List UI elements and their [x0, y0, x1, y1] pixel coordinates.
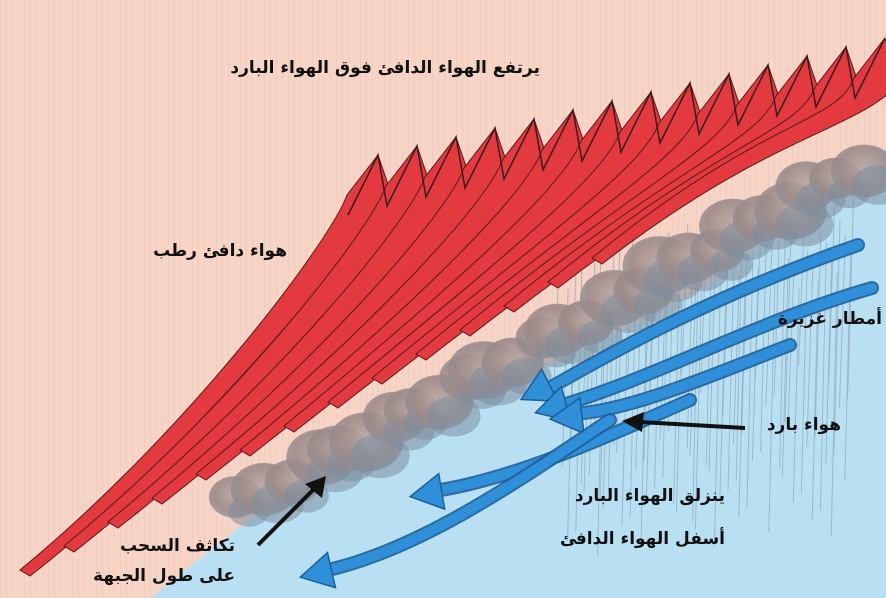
rain-streak	[811, 280, 819, 520]
label-cold-air: هواء بارد	[766, 415, 841, 435]
rain-streak	[781, 258, 789, 477]
rain-streak	[830, 272, 838, 537]
rain-streak	[760, 229, 768, 452]
rain-streak	[719, 298, 727, 500]
rain-streak	[746, 252, 754, 508]
warm-arrow-heads-line	[347, 37, 886, 216]
rain-streak	[819, 242, 827, 511]
cold-air-arrows	[298, 238, 879, 589]
pointer-arrow-clouds	[256, 476, 326, 547]
cloud-puff-shadow	[426, 395, 481, 437]
rain-streak	[713, 283, 721, 547]
cold-air-arrow	[539, 240, 863, 396]
cold-arrow-head	[519, 367, 559, 403]
rain-streak	[694, 291, 702, 530]
label-cold-air-slides-line2: أسفل الهواء الدافئ	[560, 529, 725, 549]
cold-arrow-head	[548, 396, 585, 435]
rain-streak	[838, 234, 846, 408]
pointer-arrow-cold-air	[622, 412, 746, 432]
cloud-band	[209, 144, 886, 527]
label-warm-humid-air: هواء دافئ رطب	[153, 241, 287, 261]
cold-air-arrow	[319, 415, 615, 576]
label-cloud-condensation-line2: على طول الجبهة	[93, 566, 235, 586]
cold-arrow-head	[298, 551, 337, 589]
rain-streak	[792, 288, 800, 503]
label-cloud-condensation-line1: تكاثف السحب	[120, 536, 235, 556]
label-warm-air-rises: يرتفع الهواء الدافئ فوق الهواء البارد	[230, 58, 540, 78]
rain-streak	[806, 265, 814, 447]
label-heavy-rain: أمطار غزيرة	[777, 309, 882, 329]
rain-streak	[800, 250, 808, 494]
warm-air-arrows	[19, 36, 886, 577]
cold-air-arrow	[554, 283, 877, 411]
cloud-puff-shadow	[851, 165, 886, 205]
warm-air-arrow	[591, 36, 886, 265]
rain-streak	[828, 204, 836, 382]
cold-arrow-head	[408, 472, 446, 511]
cold-air-arrow	[569, 340, 795, 419]
label-cold-air-slides-line1: ينزلق الهواء البارد	[574, 486, 725, 506]
rain-streak	[825, 257, 833, 464]
